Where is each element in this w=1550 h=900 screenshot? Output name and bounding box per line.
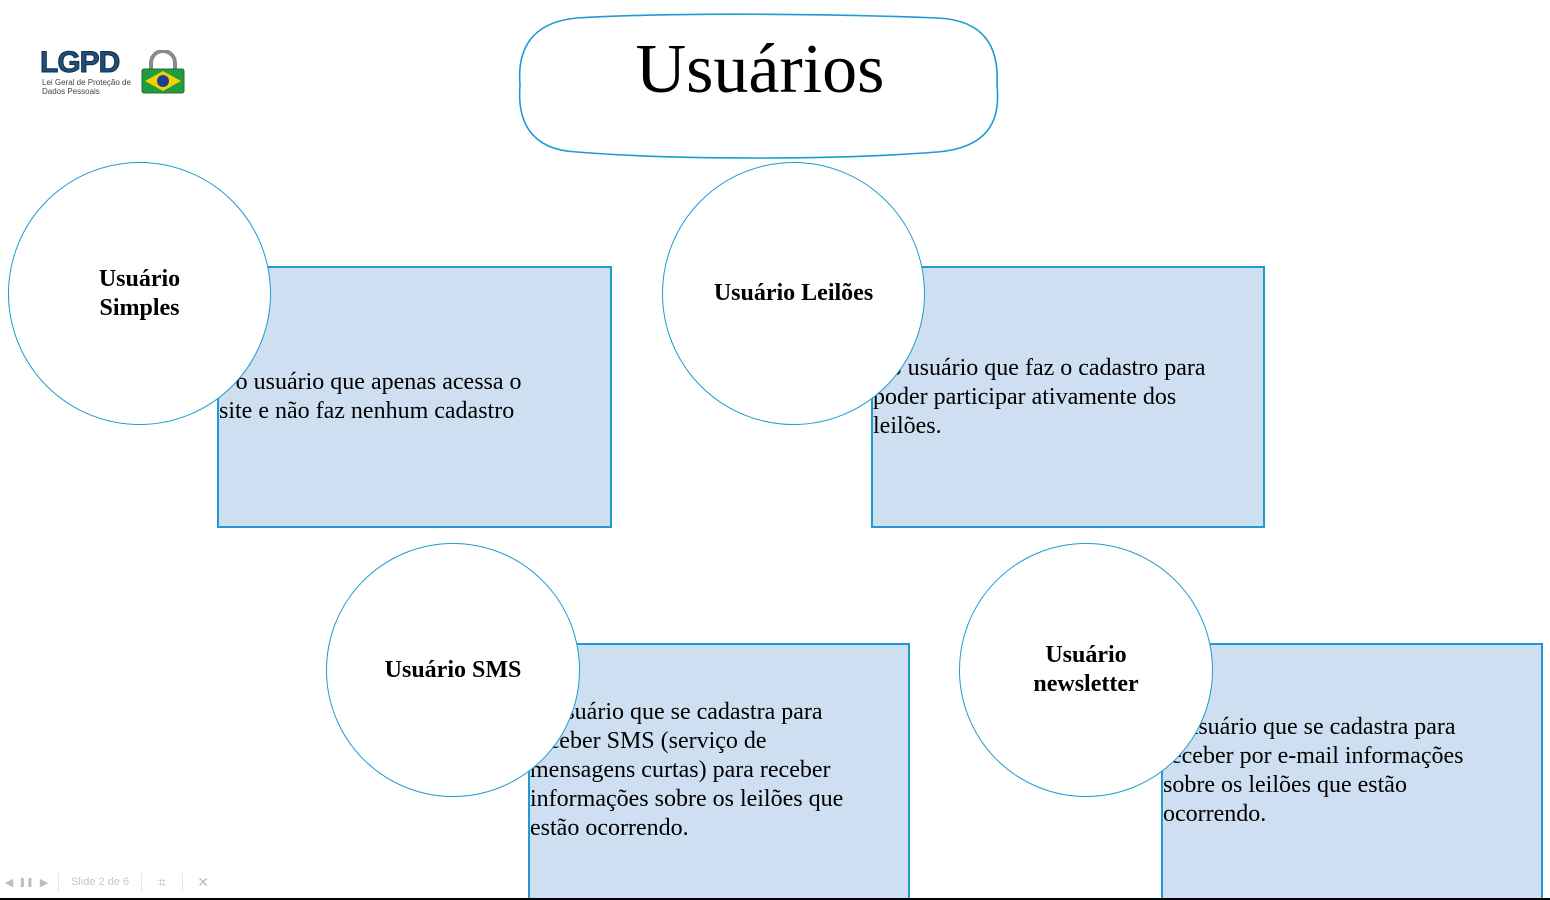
previous-slide-icon[interactable]: ◀ xyxy=(4,876,14,889)
description-text-leiloes: é o usuário que faz o cadastro para pode… xyxy=(873,355,1206,439)
fit-screen-icon[interactable]: ⌗ xyxy=(158,873,167,890)
toolbar-divider xyxy=(141,873,143,891)
node-label-newsletter: Usuário newsletter xyxy=(1033,642,1139,697)
node-label-simples: Usuário Simples xyxy=(98,265,181,321)
node-circle-newsletter: Usuário newsletter xyxy=(959,543,1213,797)
slide-counter: Slide 2 de 6 xyxy=(71,876,130,888)
node-circle-leiloes: Usuário Leilões xyxy=(662,162,925,425)
description-text-newsletter: O usuário que se cadastra para receber p… xyxy=(1163,714,1464,827)
next-slide-icon[interactable]: ▶ xyxy=(39,876,49,889)
toolbar-divider xyxy=(58,873,59,891)
slide-title: Usuários xyxy=(635,31,885,108)
close-icon[interactable]: ✕ xyxy=(197,873,209,890)
title-banner-shape xyxy=(518,13,999,159)
description-text-sms: O usuário que se cadastra para receber S… xyxy=(530,699,844,841)
bottom-border xyxy=(0,898,1550,900)
toolbar-divider xyxy=(182,873,184,891)
node-circle-sms: Usuário SMS xyxy=(326,543,580,797)
node-label-leiloes: Usuário Leilões xyxy=(713,280,874,306)
logo-subtitle: Lei Geral de Proteção de Dados Pessoais xyxy=(42,78,131,96)
slideshow-toolbar: ◀ ❚❚ ▶ Slide 2 de 6 ⌗ ✕ xyxy=(0,866,226,898)
logo-wordmark: LGPD xyxy=(39,46,120,79)
node-circle-simples: Usuário Simples xyxy=(8,162,271,425)
description-box-sms xyxy=(528,643,910,900)
description-box-simples xyxy=(217,266,612,528)
lgpd-logo: LGPD Lei Geral de Proteção de Dados Pess… xyxy=(39,46,190,104)
node-label-sms: Usuário SMS xyxy=(384,656,522,683)
description-text-simples: é o usuário que apenas acessa o site e n… xyxy=(219,369,522,424)
pause-icon[interactable]: ❚❚ xyxy=(18,876,34,887)
padlock-flag-icon xyxy=(141,50,185,94)
description-box-leiloes xyxy=(871,266,1265,528)
